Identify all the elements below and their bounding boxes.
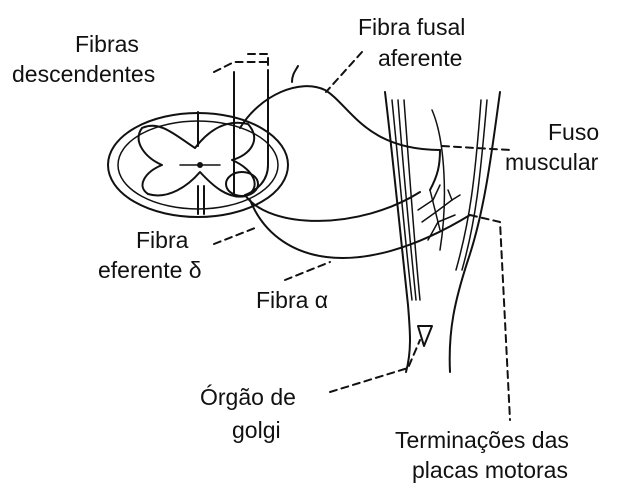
label-orgao-de: Órgão de xyxy=(200,384,296,410)
afferent-ending-tick xyxy=(292,66,298,82)
label-fibra: Fibra xyxy=(136,227,189,253)
label-terminacoes-das: Terminações das xyxy=(395,427,569,453)
alpha-fibre xyxy=(250,200,470,258)
label-descendentes: descendentes xyxy=(12,61,155,87)
muscle-fibre-2 xyxy=(398,100,416,300)
leader-fibra-fusal xyxy=(326,52,362,92)
ventral-root-loop xyxy=(226,172,258,196)
end-plate-branch-6 xyxy=(428,222,438,240)
leader-fibra-alpha xyxy=(285,262,330,280)
label-fuso: Fuso xyxy=(548,119,599,145)
labels: Fibras descendentes Fibra fusal aferente… xyxy=(12,14,599,483)
end-plate-branch-5 xyxy=(438,215,455,222)
end-plate-branch-7 xyxy=(452,195,460,200)
label-muscular: muscular xyxy=(505,149,599,175)
grey-matter-butterfly xyxy=(139,123,255,197)
descending-fibres xyxy=(226,72,268,196)
leader-fibras-descendentes-1 xyxy=(214,62,268,72)
nerve-fibres xyxy=(240,66,470,258)
leader-fuso-muscular xyxy=(442,146,510,150)
leader-fibra-eferente xyxy=(214,228,255,244)
descending-fibre-2 xyxy=(245,72,268,195)
end-plate-branch-2 xyxy=(433,185,440,200)
end-plate-branch-8 xyxy=(448,190,452,200)
label-eferente-delta: eferente δ xyxy=(98,257,202,283)
spindle-connector xyxy=(430,150,440,190)
muscle-fibre-4 xyxy=(462,100,487,270)
leader-terminacoes xyxy=(470,215,510,420)
golgi-organ xyxy=(418,326,432,346)
end-plate-branch-1 xyxy=(418,200,433,210)
end-plate-branch-4 xyxy=(422,212,436,222)
label-placas-motoras: placas motoras xyxy=(412,457,568,483)
label-golgi: golgi xyxy=(232,417,281,443)
muscle-right-edge xyxy=(450,92,500,372)
spinal-cord-section xyxy=(108,112,288,217)
muscle-fibre-1 xyxy=(392,100,412,300)
label-fibras: Fibras xyxy=(75,31,139,57)
label-fibra-alpha: Fibra α xyxy=(256,287,328,313)
label-fibra-fusal: Fibra fusal xyxy=(358,14,465,40)
muscle-bundle xyxy=(385,92,500,372)
afferent-fusal-fibre xyxy=(240,86,440,150)
label-aferente: aferente xyxy=(378,45,462,71)
